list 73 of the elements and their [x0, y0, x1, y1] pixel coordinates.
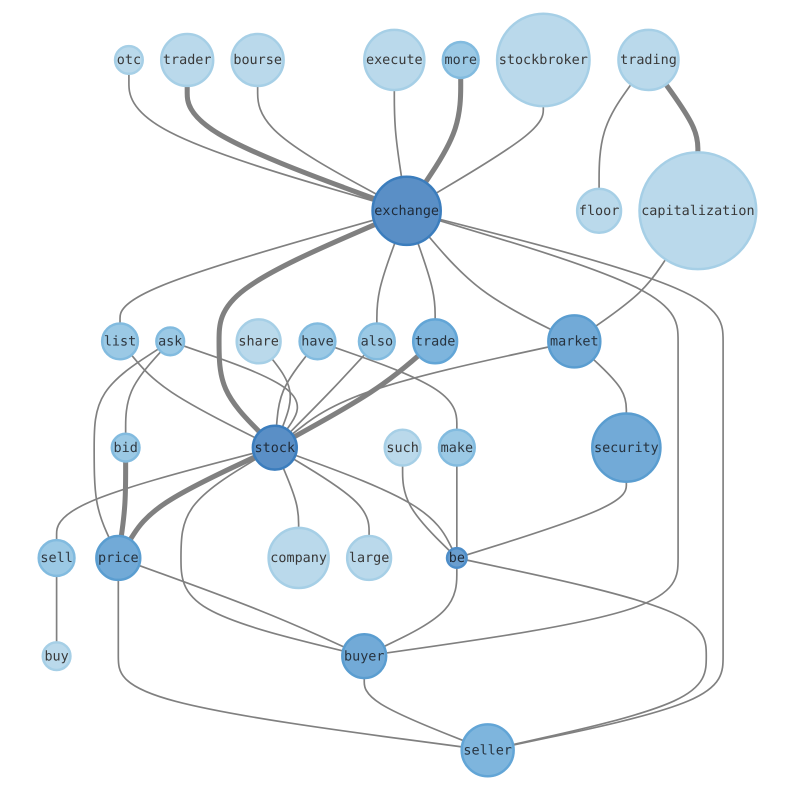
connector	[592, 358, 627, 414]
node-circle: more	[441, 40, 480, 80]
connector	[334, 346, 458, 430]
connector	[118, 219, 374, 324]
connector	[598, 84, 632, 189]
node-circle: trade	[411, 318, 458, 365]
connector	[124, 351, 162, 434]
node-circle: have	[298, 322, 336, 360]
node-circle: ask	[154, 326, 185, 356]
connector	[180, 458, 343, 652]
connector	[128, 74, 374, 202]
node-circle: share	[234, 318, 282, 365]
node-circle: capitalization	[638, 151, 758, 270]
node-circle: list	[100, 322, 139, 360]
connector	[294, 454, 453, 550]
connector	[428, 236, 552, 330]
connector	[465, 482, 627, 556]
connector	[438, 218, 724, 746]
node-circle: be	[445, 546, 468, 569]
node-circle: large	[345, 534, 392, 582]
node-circle: bourse	[230, 32, 284, 88]
connector	[663, 82, 700, 152]
connector	[55, 452, 254, 540]
node-circle: market	[546, 314, 602, 369]
connector	[376, 242, 396, 324]
connector	[55, 576, 57, 642]
node-circle: trader	[159, 32, 214, 88]
connector	[594, 258, 666, 328]
node-circle: stockbroker	[495, 12, 590, 108]
connector	[385, 220, 678, 654]
node-circle: make	[437, 428, 476, 467]
connector	[138, 564, 344, 648]
node-circle: bid	[110, 432, 140, 463]
connector	[128, 454, 256, 541]
node-circle: company	[266, 526, 330, 590]
connector	[456, 466, 458, 548]
node-circle: floor	[575, 188, 622, 234]
node-circle: such	[382, 428, 422, 467]
node-circle: sell	[36, 538, 76, 578]
connector	[130, 354, 256, 439]
connector	[434, 106, 544, 194]
connector	[291, 346, 549, 435]
connector	[362, 678, 464, 742]
connector	[182, 345, 298, 430]
node-circle: otc	[113, 44, 144, 76]
connector	[422, 78, 463, 184]
connector	[184, 86, 376, 202]
node-circle: security	[590, 412, 662, 483]
node-circle: also	[357, 322, 396, 360]
connector	[292, 354, 420, 440]
connector	[383, 568, 458, 648]
connector	[393, 90, 402, 178]
connector	[289, 354, 365, 433]
connector	[282, 468, 299, 528]
connector	[118, 461, 128, 537]
node-circle: price	[94, 534, 142, 582]
connector	[275, 354, 307, 426]
connector	[92, 348, 159, 538]
node-circle: buyer	[340, 632, 387, 680]
node-circle: trading	[616, 28, 680, 92]
node-circle: buy	[41, 641, 72, 672]
connector	[256, 86, 377, 196]
connector	[416, 242, 436, 320]
connector	[401, 466, 450, 552]
node-circle: execute	[362, 28, 426, 92]
connector	[292, 458, 370, 536]
connector	[466, 559, 707, 746]
connector	[270, 358, 291, 428]
node-circle: stock	[251, 424, 298, 471]
node-circle: seller	[460, 723, 514, 778]
connector	[216, 222, 376, 434]
connector	[116, 580, 462, 748]
node-circle: exchange	[370, 175, 442, 246]
